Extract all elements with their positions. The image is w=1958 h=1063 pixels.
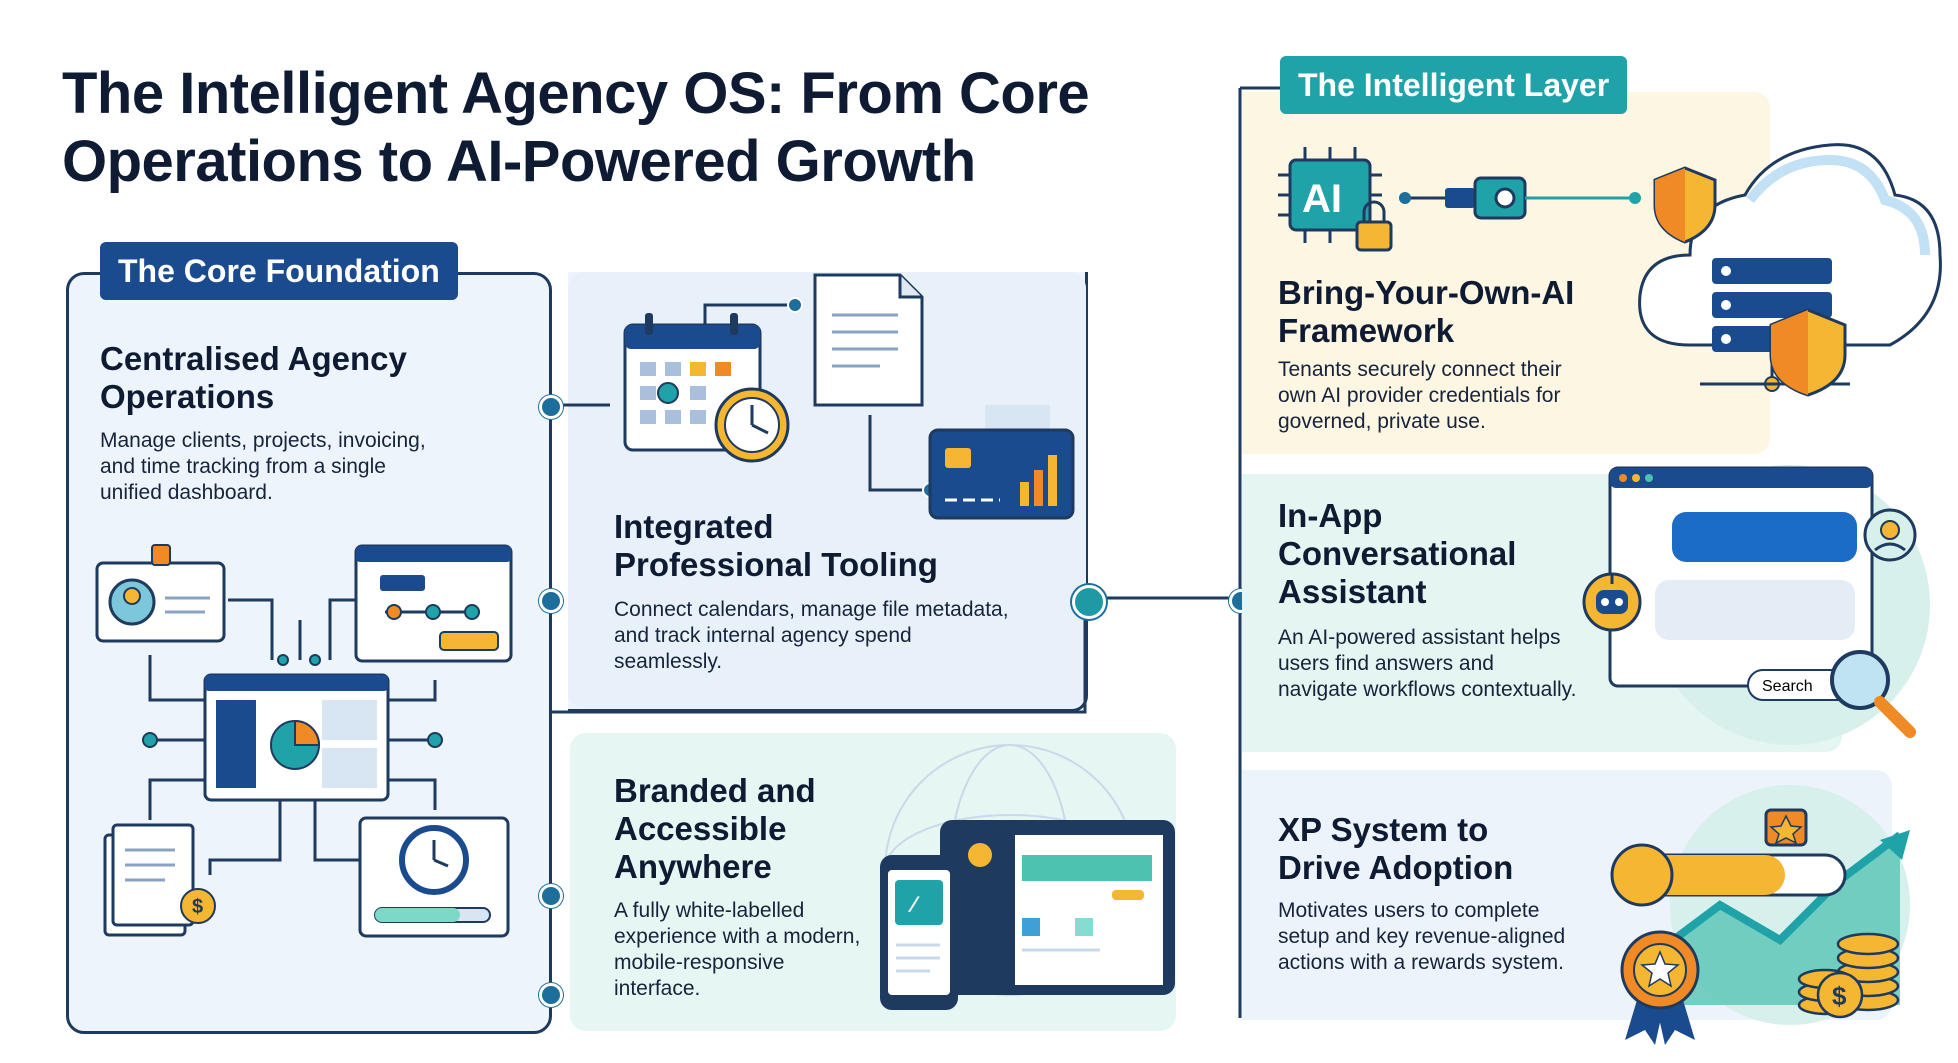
xp-body-line-3: actions with a rewards system. xyxy=(1278,951,1564,974)
assistant-body-line-1: An AI-powered assistant helps xyxy=(1278,626,1561,649)
xp-heading-line-1: XP System to xyxy=(1278,811,1489,848)
xp-heading: XP System to Drive Adoption xyxy=(1278,811,1513,887)
assistant-body-line-2: users find answers and xyxy=(1278,652,1494,675)
robot-assistant-icon xyxy=(1582,572,1642,632)
tablet-icon xyxy=(940,820,1175,995)
tooling-body-line-1: Connect calendars, manage file metadata, xyxy=(614,598,1009,621)
branded-heading-line-1: Branded and xyxy=(614,772,816,809)
magnifier-icon xyxy=(1830,650,1916,738)
byoai-body-line-1: Tenants securely connect their xyxy=(1278,358,1562,381)
xp-body-line-2: setup and key revenue-aligned xyxy=(1278,925,1566,948)
centralised-description: Manage clients, projects, invoicing, and… xyxy=(100,428,426,506)
core-foundation-tag: The Core Foundation xyxy=(100,242,458,300)
branded-body-line-3: mobile-responsive xyxy=(614,951,785,974)
centralised-heading-line-2: Operations xyxy=(100,378,275,415)
award-medal-icon xyxy=(1620,930,1700,1045)
assistant-heading-line-1: In-App xyxy=(1278,497,1383,534)
coins-icon xyxy=(1797,932,1900,1019)
connector-node-3 xyxy=(539,884,563,908)
connector-node-2 xyxy=(539,589,563,613)
ai-badge-text: AI xyxy=(1302,177,1342,221)
assistant-heading-line-2: Conversational xyxy=(1278,535,1517,572)
key-connector-icon xyxy=(1399,176,1641,220)
svg-text:$: $ xyxy=(1832,981,1847,1011)
svg-text:$: $ xyxy=(192,896,203,918)
branded-body-line-1: A fully white-labelled xyxy=(614,899,805,922)
shield-icon-secondary xyxy=(1769,308,1847,397)
search-bar: Search xyxy=(1747,669,1854,701)
assistant-body-line-3: navigate workflows contextually. xyxy=(1278,678,1577,701)
ai-chip-icon: AI xyxy=(1278,147,1393,252)
centralised-body-line-3: unified dashboard. xyxy=(100,481,273,504)
centralised-heading-line-1: Centralised Agency xyxy=(100,340,407,377)
file-document-icon xyxy=(813,273,924,407)
xp-progress-bar xyxy=(1610,843,1847,907)
invoice-document-icon: $ xyxy=(103,823,216,937)
tooling-heading-line-1: Integrated xyxy=(614,508,774,545)
branded-heading: Branded and Accessible Anywhere xyxy=(614,772,816,886)
page-title: The Intelligent Agency OS: From Core Ope… xyxy=(62,60,1192,196)
branded-body-line-4: interface. xyxy=(614,977,701,1000)
byoai-body-line-2: own AI provider credentials for xyxy=(1278,384,1561,407)
time-tracking-icon xyxy=(358,816,510,938)
search-label: Search xyxy=(1762,678,1813,695)
byoai-heading-line-2: Framework xyxy=(1278,312,1455,349)
xp-description: Motivates users to complete setup and ke… xyxy=(1278,898,1565,976)
tooling-body-line-3: seamlessly. xyxy=(614,650,723,673)
centralised-body-line-1: Manage clients, projects, invoicing, xyxy=(100,429,426,452)
xp-heading-line-2: Drive Adoption xyxy=(1278,849,1514,886)
branded-heading-line-3: Anywhere xyxy=(614,848,772,885)
byoai-heading: Bring-Your-Own-AI Framework xyxy=(1278,274,1574,350)
shield-icon xyxy=(1653,166,1717,244)
credit-card-icon xyxy=(928,405,1075,520)
assistant-heading-line-3: Assistant xyxy=(1278,573,1427,610)
centralised-heading: Centralised Agency Operations xyxy=(100,340,407,416)
branded-description: A fully white-labelled experience with a… xyxy=(614,898,860,1002)
branded-heading-line-2: Accessible xyxy=(614,810,787,847)
connector-node-1 xyxy=(539,395,563,419)
byoai-heading-line-1: Bring-Your-Own-AI xyxy=(1278,274,1575,311)
xp-body-line-1: Motivates users to complete xyxy=(1278,899,1540,922)
client-card-icon xyxy=(95,544,226,643)
title-line-1: The Intelligent Agency OS: From Core xyxy=(62,61,1090,126)
tooling-heading-line-2: Professional Tooling xyxy=(614,546,938,583)
byoai-description: Tenants securely connect their own AI pr… xyxy=(1278,357,1562,435)
connector-hub-node xyxy=(1072,585,1106,619)
cloud-server-icon xyxy=(1638,143,1942,392)
byoai-body-line-3: governed, private use. xyxy=(1278,410,1486,433)
branded-body-line-2: experience with a modern, xyxy=(614,925,861,948)
user-avatar-icon xyxy=(1863,508,1917,562)
tooling-heading: Integrated Professional Tooling xyxy=(614,508,938,584)
central-dashboard-icon xyxy=(203,673,390,802)
project-timeline-icon xyxy=(354,544,513,663)
calendar-icon xyxy=(623,313,790,463)
title-line-2: Operations to AI-Powered Growth xyxy=(62,129,976,194)
tooling-body-line-2: and track internal agency spend xyxy=(614,624,912,647)
centralised-body-line-2: and time tracking from a single xyxy=(100,455,386,478)
mobile-phone-icon: ⁄ xyxy=(880,855,958,1010)
tooling-description: Connect calendars, manage file metadata,… xyxy=(614,597,1009,675)
assistant-heading: In-App Conversational Assistant xyxy=(1278,497,1516,611)
connector-node-4 xyxy=(539,983,563,1007)
intelligent-layer-tag: The Intelligent Layer xyxy=(1280,56,1628,114)
star-badge-icon xyxy=(1764,808,1808,847)
assistant-description: An AI-powered assistant helps users find… xyxy=(1278,625,1576,703)
chat-window-icon xyxy=(1608,466,1874,688)
